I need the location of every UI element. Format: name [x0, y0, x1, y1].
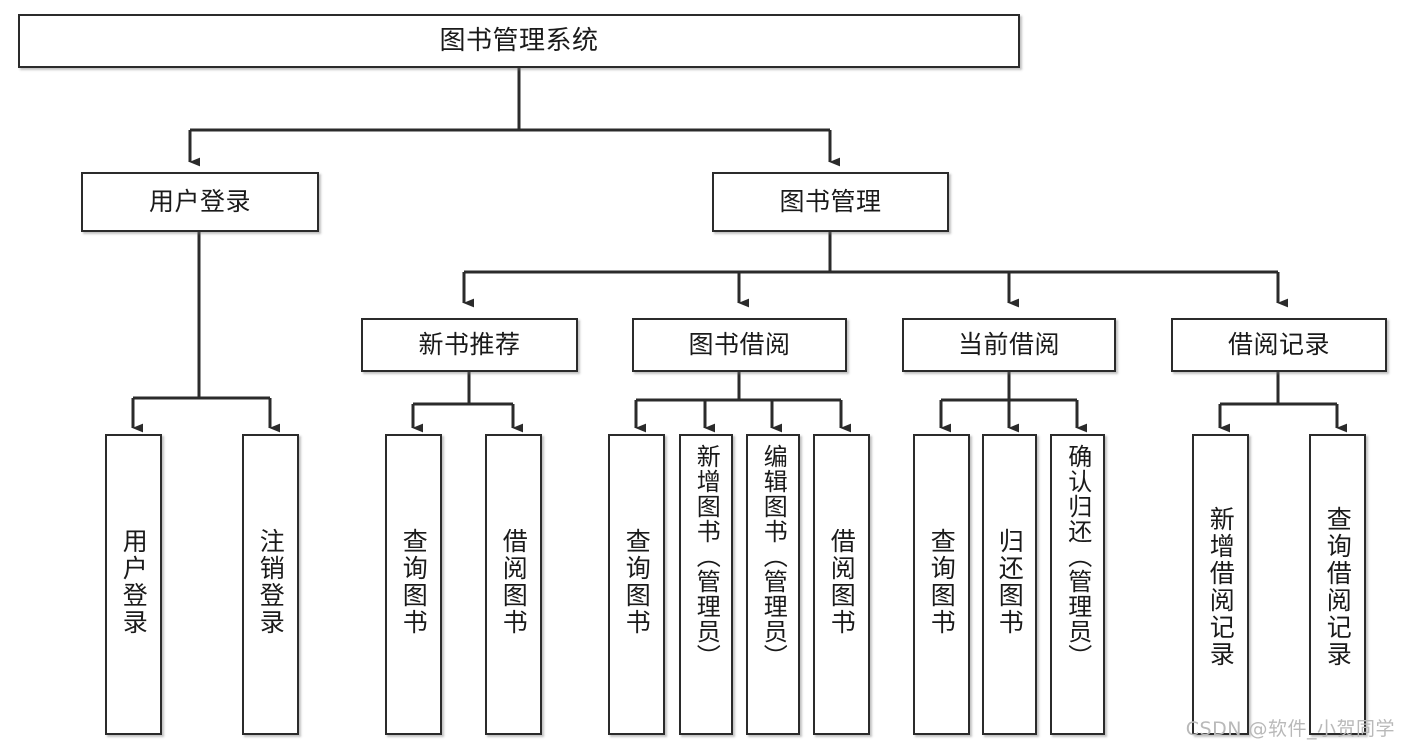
leaf-confirm-return[interactable]: 确认归还（管理员）	[1050, 434, 1105, 735]
leaf-query-book-1[interactable]: 查询图书	[385, 434, 442, 735]
leaf-query-book-2-label: 查询图书	[622, 528, 652, 636]
leaf-borrow-book-2-label: 借阅图书	[827, 528, 857, 636]
leaf-return-book[interactable]: 归还图书	[982, 434, 1037, 735]
leaf-confirm-return-label: 确认归还（管理员）	[1063, 444, 1092, 669]
leaf-add-book[interactable]: 新增图书（管理员）	[679, 434, 733, 735]
node-root-label: 图书管理系统	[439, 25, 599, 56]
leaf-edit-book-label: 编辑图书（管理员）	[759, 444, 788, 669]
leaf-return-book-label: 归还图书	[995, 528, 1025, 636]
node-book-borrow[interactable]: 图书借阅	[632, 318, 847, 372]
node-borrow-record[interactable]: 借阅记录	[1171, 318, 1387, 372]
node-current-borrow[interactable]: 当前借阅	[902, 318, 1116, 372]
node-book-manage-label: 图书管理	[779, 187, 882, 217]
node-book-borrow-label: 图书借阅	[688, 330, 791, 360]
node-root-system[interactable]: 图书管理系统	[18, 14, 1020, 68]
leaf-edit-book[interactable]: 编辑图书（管理员）	[746, 434, 800, 735]
leaf-add-book-label: 新增图书（管理员）	[692, 444, 721, 669]
leaf-user-login-label: 用户登录	[119, 528, 149, 636]
leaf-logout-login[interactable]: 注销登录	[242, 434, 299, 735]
node-book-manage[interactable]: 图书管理	[712, 172, 949, 232]
leaf-logout-login-label: 注销登录	[256, 528, 286, 636]
leaf-user-login[interactable]: 用户登录	[105, 434, 162, 735]
leaf-borrow-book-1-label: 借阅图书	[499, 528, 529, 636]
leaf-add-record-label: 新增借阅记录	[1206, 506, 1236, 668]
node-borrow-record-label: 借阅记录	[1227, 330, 1330, 360]
leaf-add-record[interactable]: 新增借阅记录	[1192, 434, 1249, 735]
leaf-query-book-1-label: 查询图书	[399, 528, 429, 636]
leaf-query-book-2[interactable]: 查询图书	[608, 434, 665, 735]
node-user-login[interactable]: 用户登录	[81, 172, 319, 232]
leaf-query-book-3-label: 查询图书	[927, 528, 957, 636]
leaf-borrow-book-1[interactable]: 借阅图书	[485, 434, 542, 735]
node-current-borrow-label: 当前借阅	[957, 330, 1060, 360]
leaf-query-book-3[interactable]: 查询图书	[913, 434, 970, 735]
node-new-book-recommend-label: 新书推荐	[418, 330, 521, 360]
leaf-borrow-book-2[interactable]: 借阅图书	[813, 434, 870, 735]
watermark-text: CSDN @软件_小贺同学	[1185, 718, 1395, 740]
node-new-book-recommend[interactable]: 新书推荐	[361, 318, 578, 372]
node-user-login-label: 用户登录	[148, 187, 251, 217]
leaf-query-record-label: 查询借阅记录	[1323, 506, 1353, 668]
leaf-query-record[interactable]: 查询借阅记录	[1309, 434, 1366, 735]
